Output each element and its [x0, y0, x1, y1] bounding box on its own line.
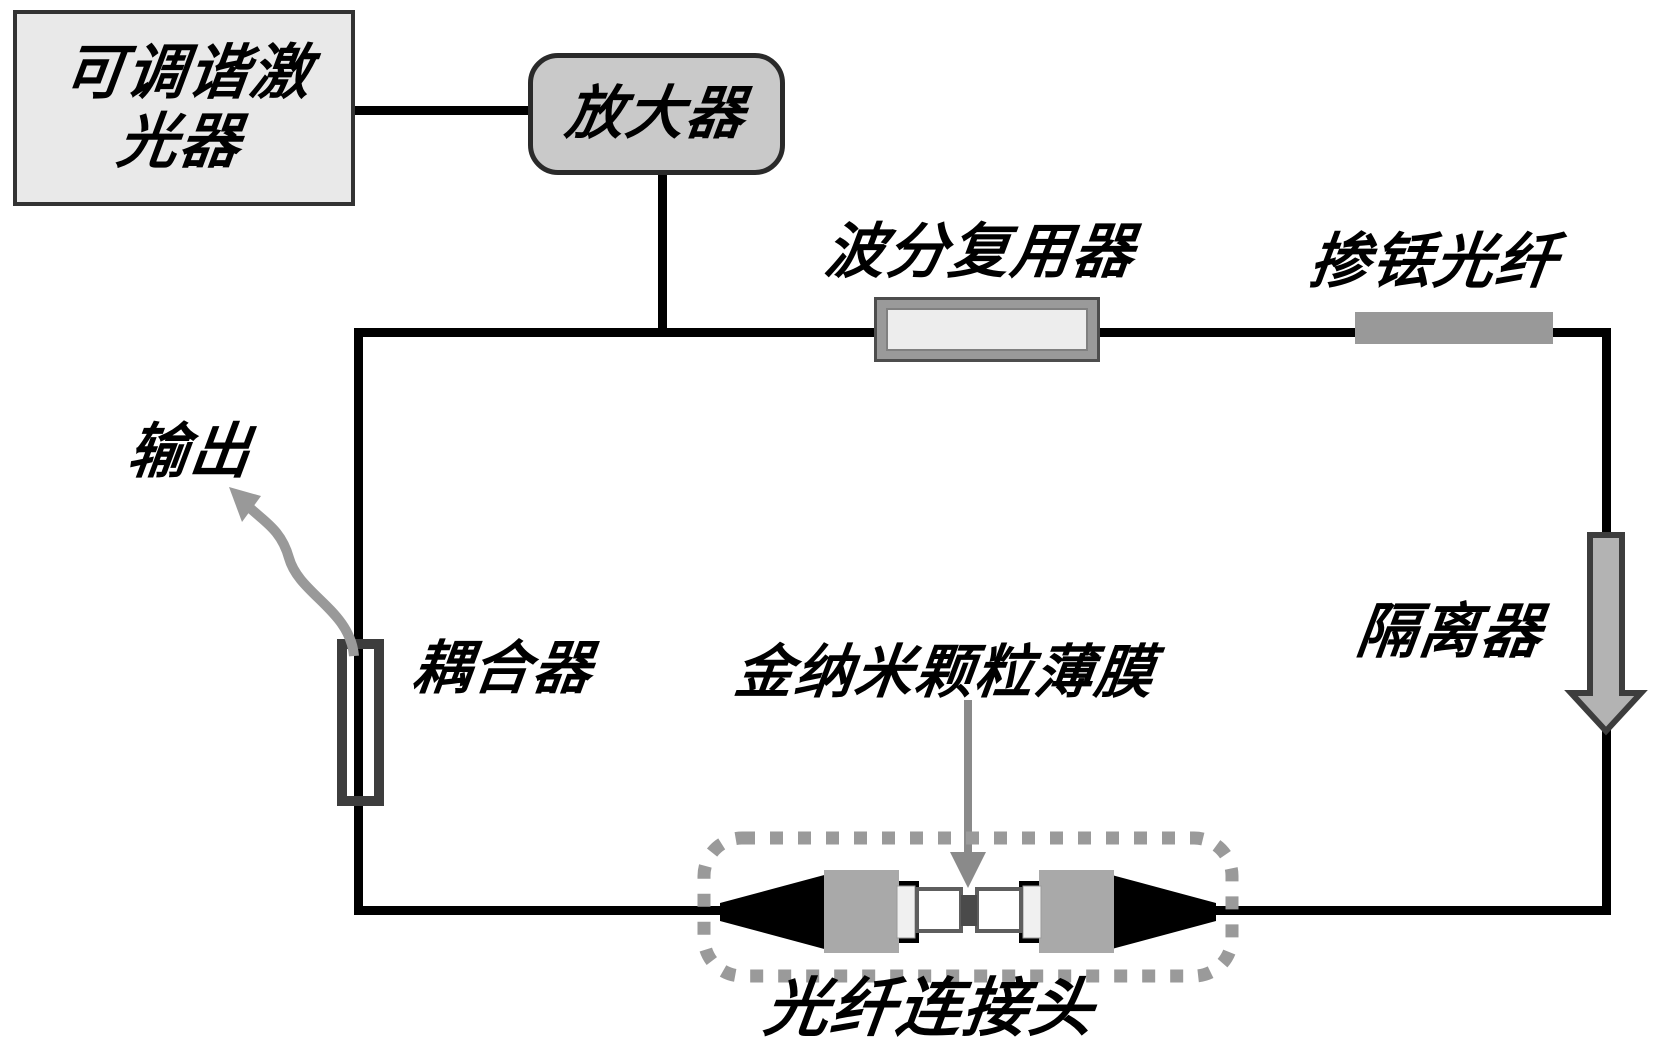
connector-left-strip — [896, 885, 916, 939]
output-label: 输出 — [124, 419, 257, 485]
isolator-label: 隔离器 — [1353, 599, 1548, 665]
amplifier-to-loop-line — [658, 170, 667, 333]
isolator-arrow — [1564, 532, 1648, 736]
connector-left-ferrule — [915, 887, 963, 933]
doped-fiber-component — [1355, 312, 1553, 344]
doped-fiber-label: 掺铥光纤 — [1306, 229, 1563, 295]
gold-film-gap — [961, 895, 977, 926]
amplifier-box: 放大器 — [528, 53, 785, 175]
fiber-connector-assembly — [720, 870, 1216, 953]
fiber-connector-dotted-box — [697, 831, 1239, 983]
connector-right-block — [1039, 870, 1114, 953]
wdm-component — [874, 297, 1100, 362]
coupler-through-line — [354, 649, 363, 796]
tunable-laser-box: 可调谐激 光器 — [13, 10, 355, 206]
output-arrow — [229, 487, 359, 657]
connector-right-strip — [1022, 885, 1042, 939]
gold-film-arrow — [950, 700, 986, 888]
connector-right-taper — [1108, 874, 1216, 950]
wdm-label: 波分复用器 — [821, 219, 1140, 285]
gold-film-label: 金纳米颗粒薄膜 — [731, 640, 1160, 705]
connector-left-block — [824, 870, 899, 953]
coupler-component — [337, 639, 384, 806]
wdm-component-inner — [886, 308, 1088, 351]
coupler-label: 耦合器 — [409, 636, 598, 701]
connector-left-taper — [720, 874, 828, 950]
connector-right-ferrule — [975, 887, 1023, 933]
laser-to-amplifier-line — [353, 106, 530, 115]
fiber-connector-label: 光纤连接头 — [760, 973, 1100, 1044]
